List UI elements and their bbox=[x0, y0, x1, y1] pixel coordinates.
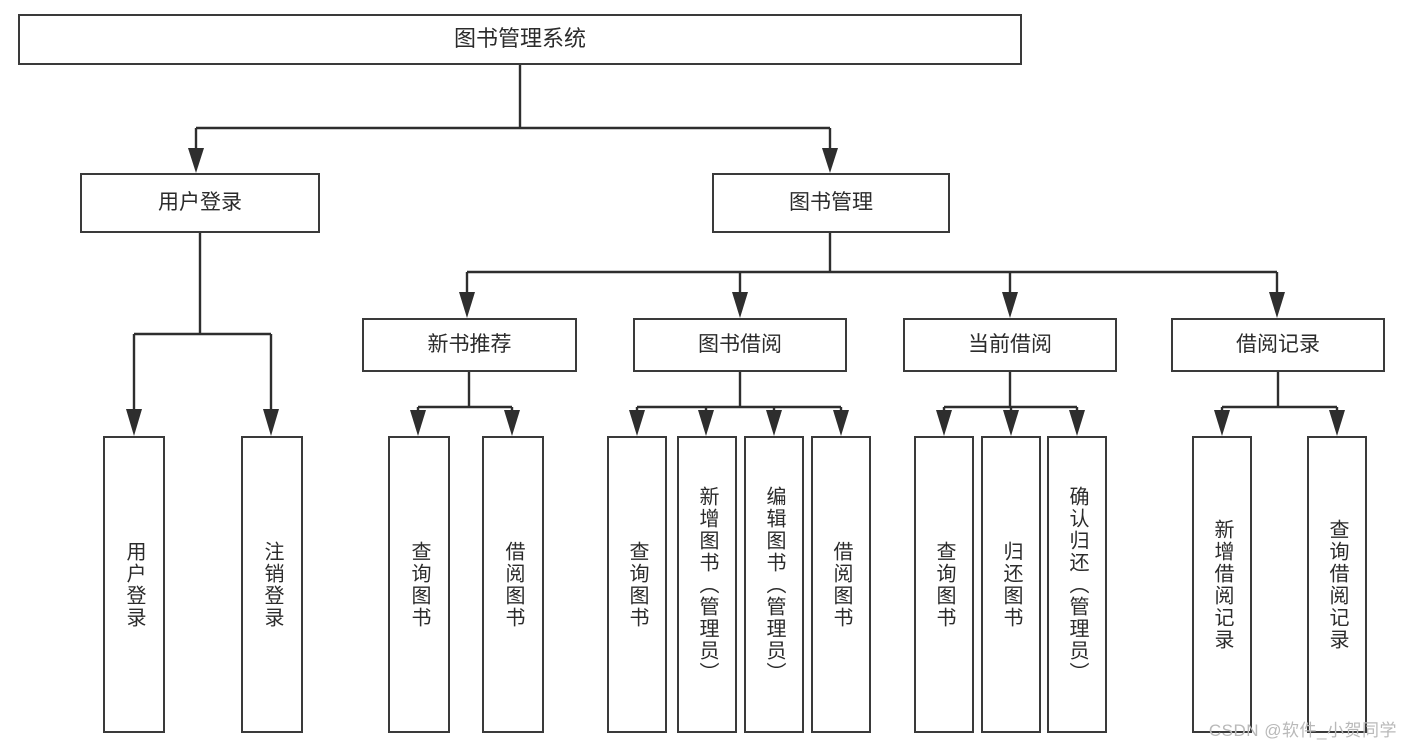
arrow-bm-to-book-borrow bbox=[732, 292, 748, 318]
node-leaf-query-record[interactable]: 查询借阅记录 bbox=[1307, 436, 1367, 733]
node-leaf-user-login-label: 用户登录 bbox=[123, 540, 145, 629]
node-leaf-borrow-book-2-label: 借阅图书 bbox=[830, 540, 852, 629]
arrow-bb-leaf3 bbox=[766, 410, 782, 436]
node-root-label: 图书管理系统 bbox=[453, 26, 586, 52]
node-book-borrow-label: 图书借阅 bbox=[698, 333, 782, 357]
node-leaf-user-login[interactable]: 用户登录 bbox=[103, 436, 165, 733]
arrow-bb-leaf2 bbox=[698, 410, 714, 436]
node-current-borrow-label: 当前借阅 bbox=[968, 333, 1052, 357]
node-leaf-edit-book[interactable]: 编辑图书（管理员） bbox=[744, 436, 804, 733]
node-leaf-borrow-book-1-label: 借阅图书 bbox=[502, 540, 524, 629]
node-leaf-return-book-label: 归还图书 bbox=[1000, 540, 1022, 629]
arrow-ul-leaf1 bbox=[126, 409, 142, 436]
node-book-manage-label: 图书管理 bbox=[789, 191, 873, 215]
arrow-bm-to-current-borrow bbox=[1002, 292, 1018, 318]
node-leaf-return-book[interactable]: 归还图书 bbox=[981, 436, 1041, 733]
arrow-bb-leaf1 bbox=[629, 410, 645, 436]
node-current-borrow[interactable]: 当前借阅 bbox=[903, 318, 1117, 372]
node-leaf-add-book[interactable]: 新增图书（管理员） bbox=[677, 436, 737, 733]
arrow-nb-leaf1 bbox=[410, 410, 426, 436]
arrow-bm-to-borrow-record bbox=[1269, 292, 1285, 318]
node-leaf-query-record-label: 查询借阅记录 bbox=[1326, 518, 1348, 651]
node-leaf-query-book-1[interactable]: 查询图书 bbox=[388, 436, 450, 733]
node-leaf-add-record[interactable]: 新增借阅记录 bbox=[1192, 436, 1252, 733]
arrow-cb-leaf3 bbox=[1069, 410, 1085, 436]
node-leaf-query-book-3[interactable]: 查询图书 bbox=[914, 436, 974, 733]
node-leaf-borrow-book-2[interactable]: 借阅图书 bbox=[811, 436, 871, 733]
arrow-root-to-book-manage bbox=[822, 148, 838, 173]
node-leaf-add-record-label: 新增借阅记录 bbox=[1211, 518, 1233, 651]
arrow-br-leaf2 bbox=[1329, 410, 1345, 436]
watermark: CSDN @软件_小贺同学 bbox=[1208, 721, 1397, 740]
node-book-manage[interactable]: 图书管理 bbox=[712, 173, 950, 233]
node-user-login-label: 用户登录 bbox=[158, 191, 242, 215]
node-root[interactable]: 图书管理系统 bbox=[18, 14, 1022, 65]
arrow-cb-leaf1 bbox=[936, 410, 952, 436]
arrow-ul-leaf2 bbox=[263, 409, 279, 436]
node-user-login[interactable]: 用户登录 bbox=[80, 173, 320, 233]
node-leaf-confirm-return[interactable]: 确认归还（管理员） bbox=[1047, 436, 1107, 733]
arrow-cb-leaf2 bbox=[1003, 410, 1019, 436]
node-book-borrow[interactable]: 图书借阅 bbox=[633, 318, 847, 372]
node-borrow-record-label: 借阅记录 bbox=[1236, 333, 1320, 357]
node-leaf-add-book-label: 新增图书（管理员） bbox=[696, 485, 718, 684]
node-leaf-edit-book-label: 编辑图书（管理员） bbox=[763, 485, 785, 684]
node-leaf-logout-login[interactable]: 注销登录 bbox=[241, 436, 303, 733]
arrow-bb-leaf4 bbox=[833, 410, 849, 436]
node-new-book-rec-label: 新书推荐 bbox=[427, 333, 512, 357]
arrow-root-to-user-login bbox=[188, 148, 204, 173]
node-leaf-confirm-return-label: 确认归还（管理员） bbox=[1066, 485, 1088, 684]
node-leaf-query-book-1-label: 查询图书 bbox=[408, 540, 430, 629]
arrow-bm-to-new-book bbox=[459, 292, 475, 318]
arrow-nb-leaf2 bbox=[504, 410, 520, 436]
node-leaf-query-book-2-label: 查询图书 bbox=[626, 540, 648, 629]
node-new-book-rec[interactable]: 新书推荐 bbox=[362, 318, 577, 372]
node-leaf-query-book-2[interactable]: 查询图书 bbox=[607, 436, 667, 733]
arrow-br-leaf1 bbox=[1214, 410, 1230, 436]
node-leaf-logout-login-label: 注销登录 bbox=[261, 540, 283, 629]
node-borrow-record[interactable]: 借阅记录 bbox=[1171, 318, 1385, 372]
node-leaf-borrow-book-1[interactable]: 借阅图书 bbox=[482, 436, 544, 733]
node-leaf-query-book-3-label: 查询图书 bbox=[933, 540, 955, 629]
